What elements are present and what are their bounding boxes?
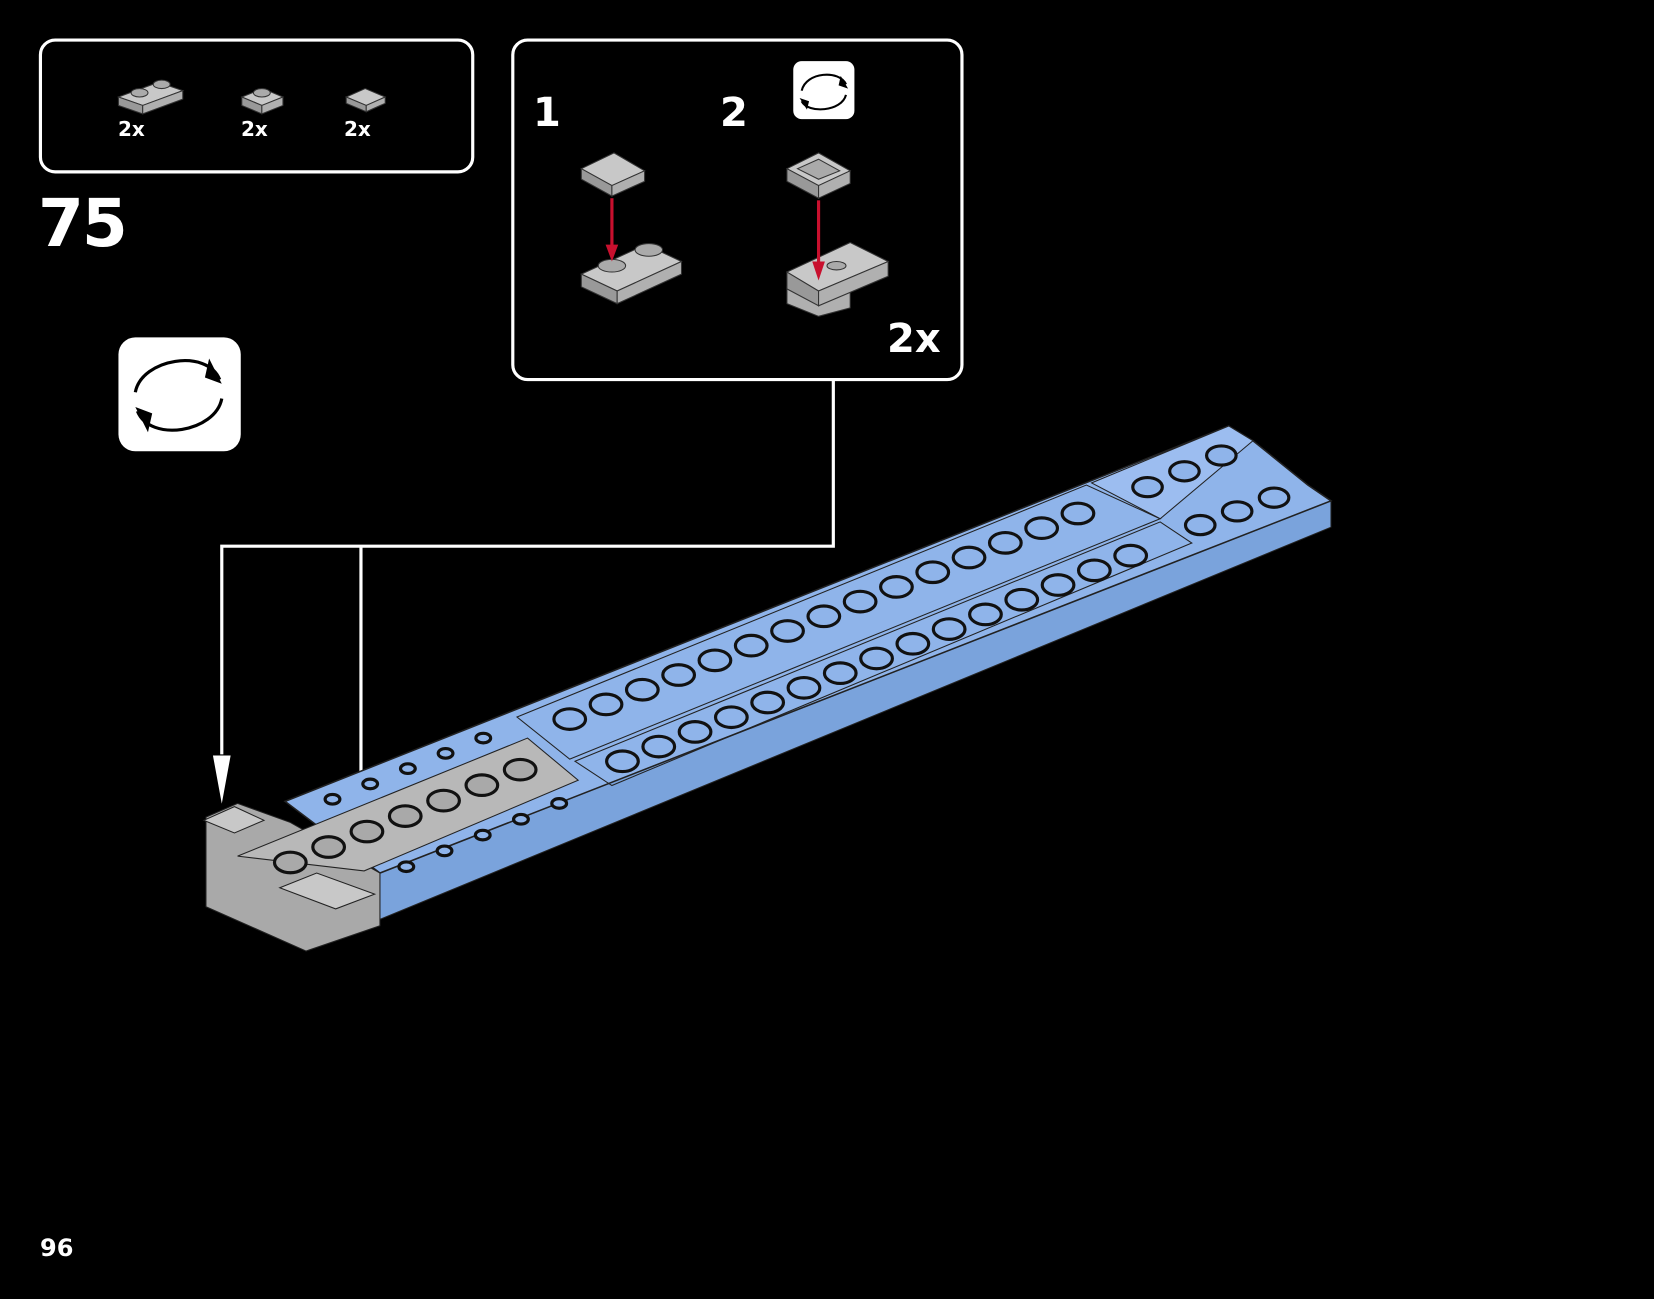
stud [552, 707, 588, 731]
stud [435, 844, 454, 858]
stud [1183, 513, 1217, 537]
stud [311, 835, 347, 859]
stud [697, 648, 733, 673]
stud [1168, 460, 1201, 483]
stud [733, 633, 769, 658]
stud [512, 812, 530, 826]
stud [677, 720, 713, 744]
part-count: 2x [241, 117, 268, 141]
parts-list-box [38, 38, 475, 174]
callout-step-number: 2 [720, 90, 748, 136]
stud [931, 617, 967, 641]
part-plate-1x1 [240, 87, 285, 115]
callout-step-number: 1 [533, 90, 561, 136]
stud [349, 819, 385, 844]
stud [1040, 573, 1076, 597]
callout-step-2-illustration [785, 152, 890, 317]
stud [464, 773, 500, 798]
stud [641, 734, 677, 759]
stud [713, 705, 749, 730]
stud [661, 663, 697, 687]
part-count: 2x [118, 117, 145, 141]
stud [895, 631, 931, 656]
stud [770, 619, 805, 643]
stud [1004, 587, 1040, 612]
stud [426, 788, 461, 813]
stud [859, 646, 894, 671]
stud [750, 690, 786, 715]
stud [361, 777, 380, 791]
stud [1060, 501, 1096, 526]
stud [842, 589, 878, 614]
small-rotate-icon [793, 61, 855, 120]
callout-multiplier: 2x [887, 316, 941, 362]
stud [436, 746, 455, 760]
rotate-model-icon [118, 337, 241, 452]
stud [272, 850, 308, 875]
page-number: 96 [40, 1234, 74, 1262]
stud [1024, 516, 1060, 541]
part-plate-1x2 [116, 79, 185, 115]
stud [915, 560, 951, 585]
stud [879, 575, 914, 599]
model-assembly [202, 425, 1333, 952]
stud [588, 692, 624, 717]
part-tile-1x1 [344, 87, 387, 113]
stud [1257, 486, 1291, 509]
placement-arrow-icon [211, 754, 232, 807]
stud [951, 545, 987, 570]
stud [387, 804, 423, 828]
stud [786, 675, 822, 700]
stud [474, 731, 493, 745]
stud [550, 797, 569, 810]
stud [822, 661, 858, 686]
stud [502, 757, 538, 782]
callout-step-1-illustration [580, 152, 683, 305]
stud [473, 828, 492, 842]
stud [397, 860, 416, 874]
part-count: 2x [344, 117, 371, 141]
stud [1131, 475, 1164, 499]
stud [987, 530, 1023, 555]
stud [968, 602, 1003, 627]
stud [806, 604, 842, 629]
callout-box [511, 38, 964, 382]
stud [605, 749, 640, 774]
stud [1113, 543, 1149, 568]
stud [1220, 500, 1254, 523]
stud [398, 762, 417, 776]
stud [323, 792, 342, 806]
step-number: 75 [38, 185, 128, 262]
stud [624, 677, 660, 702]
stud [1076, 558, 1112, 583]
stud [1204, 444, 1238, 467]
